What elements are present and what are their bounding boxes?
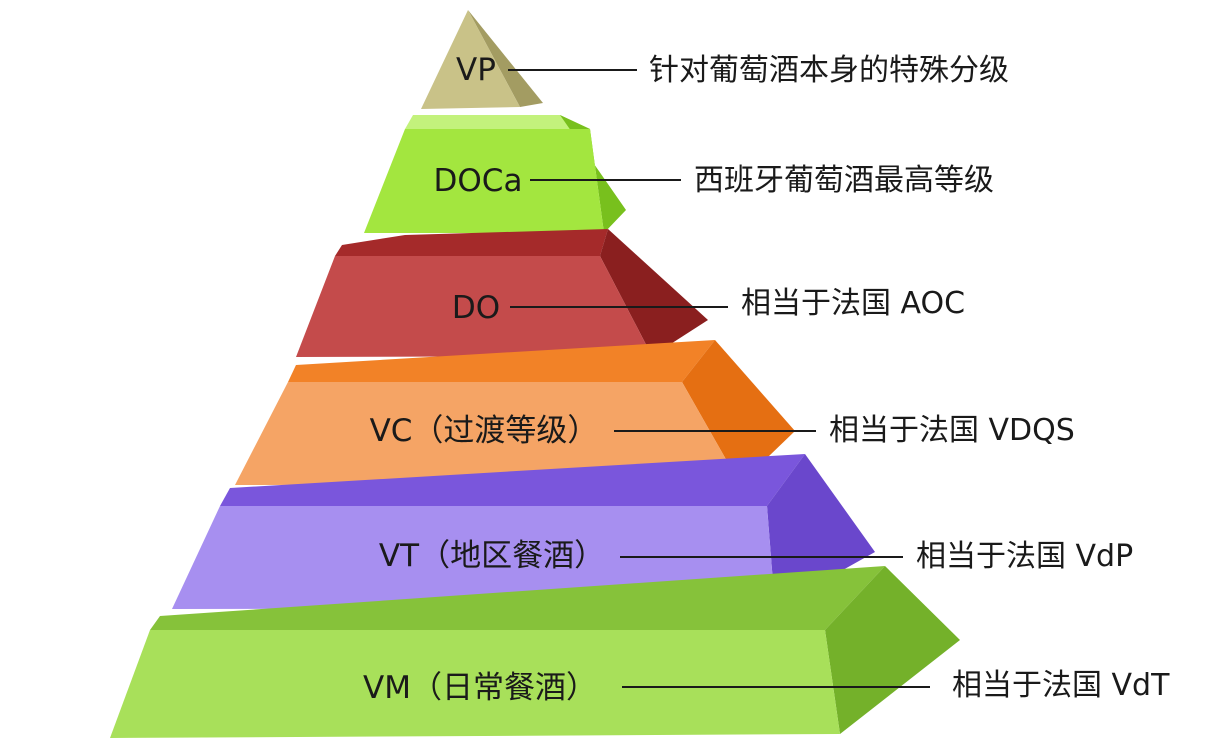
tier-vm: VM（日常餐酒） 相当于法国 VdT — [110, 566, 1170, 738]
tier-vm-side — [825, 566, 960, 734]
tier-vc-top — [288, 340, 715, 382]
tier-vc-description: 相当于法国 VDQS — [829, 413, 1075, 448]
tier-do: DO 相当于法国 AOC — [296, 229, 965, 357]
tier-do-description: 相当于法国 AOC — [741, 286, 965, 321]
tier-vc-label: VC（过渡等级） — [370, 413, 599, 449]
tier-do-front — [296, 256, 652, 357]
tier-vc-side — [682, 340, 795, 484]
tier-do-side — [600, 229, 708, 356]
tier-vt-top — [220, 454, 805, 506]
tier-vp: VP 针对葡萄酒本身的特殊分级 — [421, 10, 1009, 109]
tier-doca-label: DOCa — [434, 163, 523, 199]
tier-vp-label: VP — [456, 52, 496, 88]
tier-vp-description: 针对葡萄酒本身的特殊分级 — [649, 53, 1009, 88]
tier-vp-front — [421, 10, 520, 109]
tier-doca-side — [560, 115, 626, 233]
tier-vt-description: 相当于法国 VdP — [916, 539, 1133, 574]
tier-vm-front — [110, 630, 840, 738]
tier-vt-label: VT（地区餐酒） — [379, 538, 605, 574]
tier-vt-front — [172, 506, 775, 609]
tier-vc-front — [235, 382, 740, 485]
tier-doca-description: 西班牙葡萄酒最高等级 — [694, 163, 994, 198]
tier-vp-side — [468, 10, 543, 107]
tier-doca-top — [405, 115, 590, 129]
tier-vm-description: 相当于法国 VdT — [952, 668, 1170, 703]
tier-vc: VC（过渡等级） 相当于法国 VDQS — [235, 340, 1075, 485]
tier-doca-front — [364, 129, 604, 233]
tier-vt-side — [767, 454, 875, 608]
tier-do-top — [335, 229, 608, 256]
tier-vm-label: VM（日常餐酒） — [363, 670, 597, 706]
tier-doca: DOCa 西班牙葡萄酒最高等级 — [364, 115, 994, 233]
tier-vt: VT（地区餐酒） 相当于法国 VdP — [172, 454, 1133, 609]
tier-do-label: DO — [452, 290, 500, 326]
tier-vm-top — [150, 566, 885, 630]
